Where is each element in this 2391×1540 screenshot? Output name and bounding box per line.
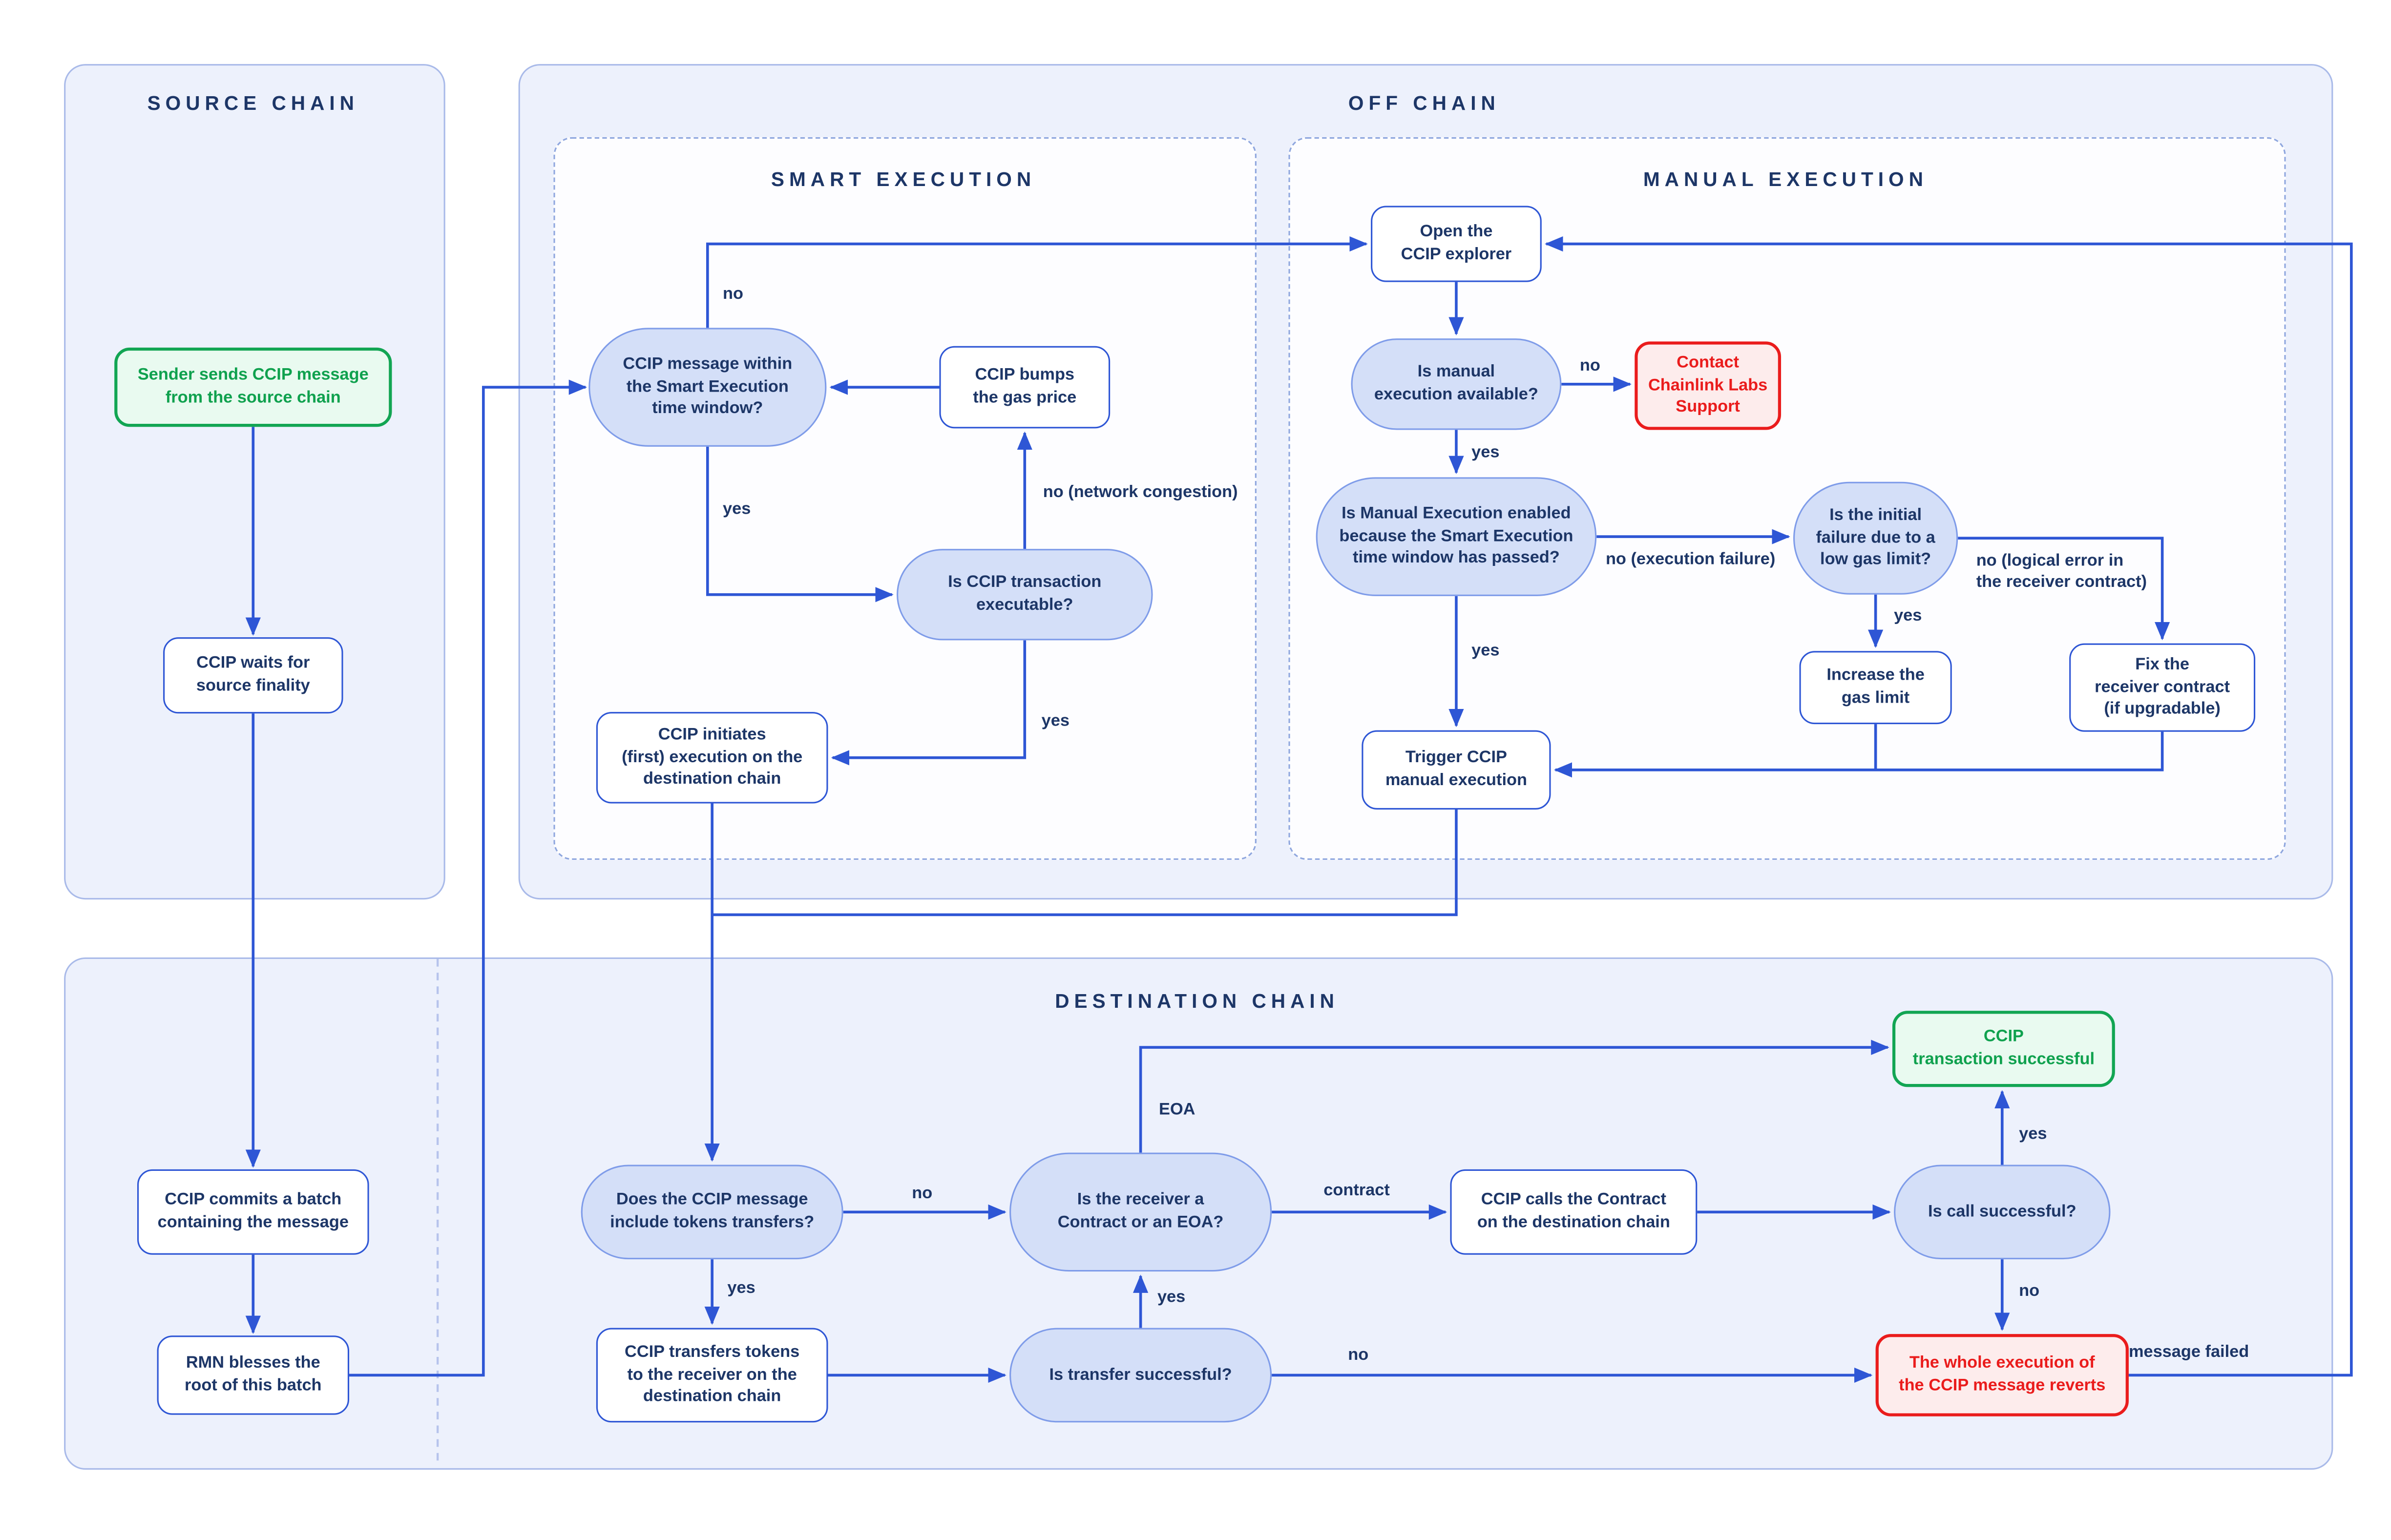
node-decision-call-successful: Is call successful? xyxy=(1894,1165,2111,1260)
source-chain-title: SOURCE CHAIN xyxy=(147,91,359,115)
manual-execution-title: MANUAL EXECUTION xyxy=(1643,167,1928,191)
source-chain-container xyxy=(64,64,445,900)
node-decision-manual-execution-available: Is manual execution available? xyxy=(1351,338,1562,430)
node-ccip-waits-finality: CCIP waits for source finality xyxy=(163,637,343,714)
edge-label-yes-transfer: yes xyxy=(1157,1288,1186,1307)
node-increase-gas-limit: Increase the gas limit xyxy=(1799,651,1952,725)
edge-label-yes-tokens: yes xyxy=(727,1279,755,1298)
node-contact-chainlink-labs-support: Contact Chainlink Labs Support xyxy=(1635,341,1782,430)
edge-label-no-window: no xyxy=(723,285,744,304)
edge-label-yes-window: yes xyxy=(723,500,751,519)
smart-execution-title: SMART EXECUTION xyxy=(771,167,1036,191)
node-decision-low-gas-limit: Is the initial failure due to a low gas … xyxy=(1793,481,1958,595)
node-ccip-initiates-execution: CCIP initiates (first) execution on the … xyxy=(596,712,828,804)
node-decision-smart-execution-window: CCIP message within the Smart Execution … xyxy=(588,328,827,447)
edge-label-no-exec-failure: no (execution failure) xyxy=(1605,550,1776,569)
node-fix-receiver-contract: Fix the receiver contract (if upgradable… xyxy=(2069,643,2256,732)
edge-label-yes-executable: yes xyxy=(1041,712,1070,730)
node-ccip-calls-contract: CCIP calls the Contract on the destinati… xyxy=(1450,1169,1698,1255)
node-sender-sends-message: Sender sends CCIP message from the sourc… xyxy=(114,347,392,427)
node-decision-includes-token-transfers: Does the CCIP message include tokens tra… xyxy=(581,1165,843,1260)
destination-chain-title: DESTINATION CHAIN xyxy=(1055,989,1339,1013)
edge-label-eoa: EOA xyxy=(1159,1101,1196,1119)
edge-label-no-available: no xyxy=(1579,356,1600,375)
node-decision-transfer-successful: Is transfer successful? xyxy=(1009,1328,1272,1423)
edge-label-yes-available: yes xyxy=(1471,443,1500,462)
edge-label-no-tokens: no xyxy=(912,1185,933,1203)
node-decision-manual-execution-enabled: Is Manual Execution enabled because the … xyxy=(1316,477,1597,596)
edge-label-no-congestion: no (network congestion) xyxy=(1043,483,1238,502)
node-decision-transaction-executable: Is CCIP transaction executable? xyxy=(897,549,1153,641)
edge-label-yes-low-gas: yes xyxy=(1894,606,1922,625)
node-decision-contract-or-eoa: Is the receiver a Contract or an EOA? xyxy=(1009,1152,1272,1272)
edge-label-contract: contract xyxy=(1323,1181,1390,1200)
edge-label-yes-enabled: yes xyxy=(1471,642,1500,661)
node-ccip-bumps-gas-price: CCIP bumps the gas price xyxy=(939,346,1111,429)
node-ccip-transaction-successful: CCIP transaction successful xyxy=(1892,1011,2115,1087)
edge-label-no-logical-error: no (logical error in the receiver contra… xyxy=(1976,552,2147,592)
node-ccip-transfers-tokens: CCIP transfers tokens to the receiver on… xyxy=(596,1328,828,1423)
node-open-ccip-explorer: Open the CCIP explorer xyxy=(1371,206,1542,282)
edge-label-yes-call: yes xyxy=(2019,1125,2047,1144)
edge-label-no-transfer: no xyxy=(1348,1346,1369,1365)
edge-label-no-call: no xyxy=(2019,1282,2040,1301)
off-chain-title: OFF CHAIN xyxy=(1348,91,1500,115)
node-trigger-manual-execution: Trigger CCIP manual execution xyxy=(1362,730,1551,810)
node-ccip-commits-batch: CCIP commits a batch containing the mess… xyxy=(137,1169,369,1255)
node-rmn-blesses-root: RMN blesses the root of this batch xyxy=(157,1335,350,1415)
node-execution-reverts: The whole execution of the CCIP message … xyxy=(1875,1334,2129,1416)
edge-label-message-failed: message failed xyxy=(2128,1343,2249,1362)
